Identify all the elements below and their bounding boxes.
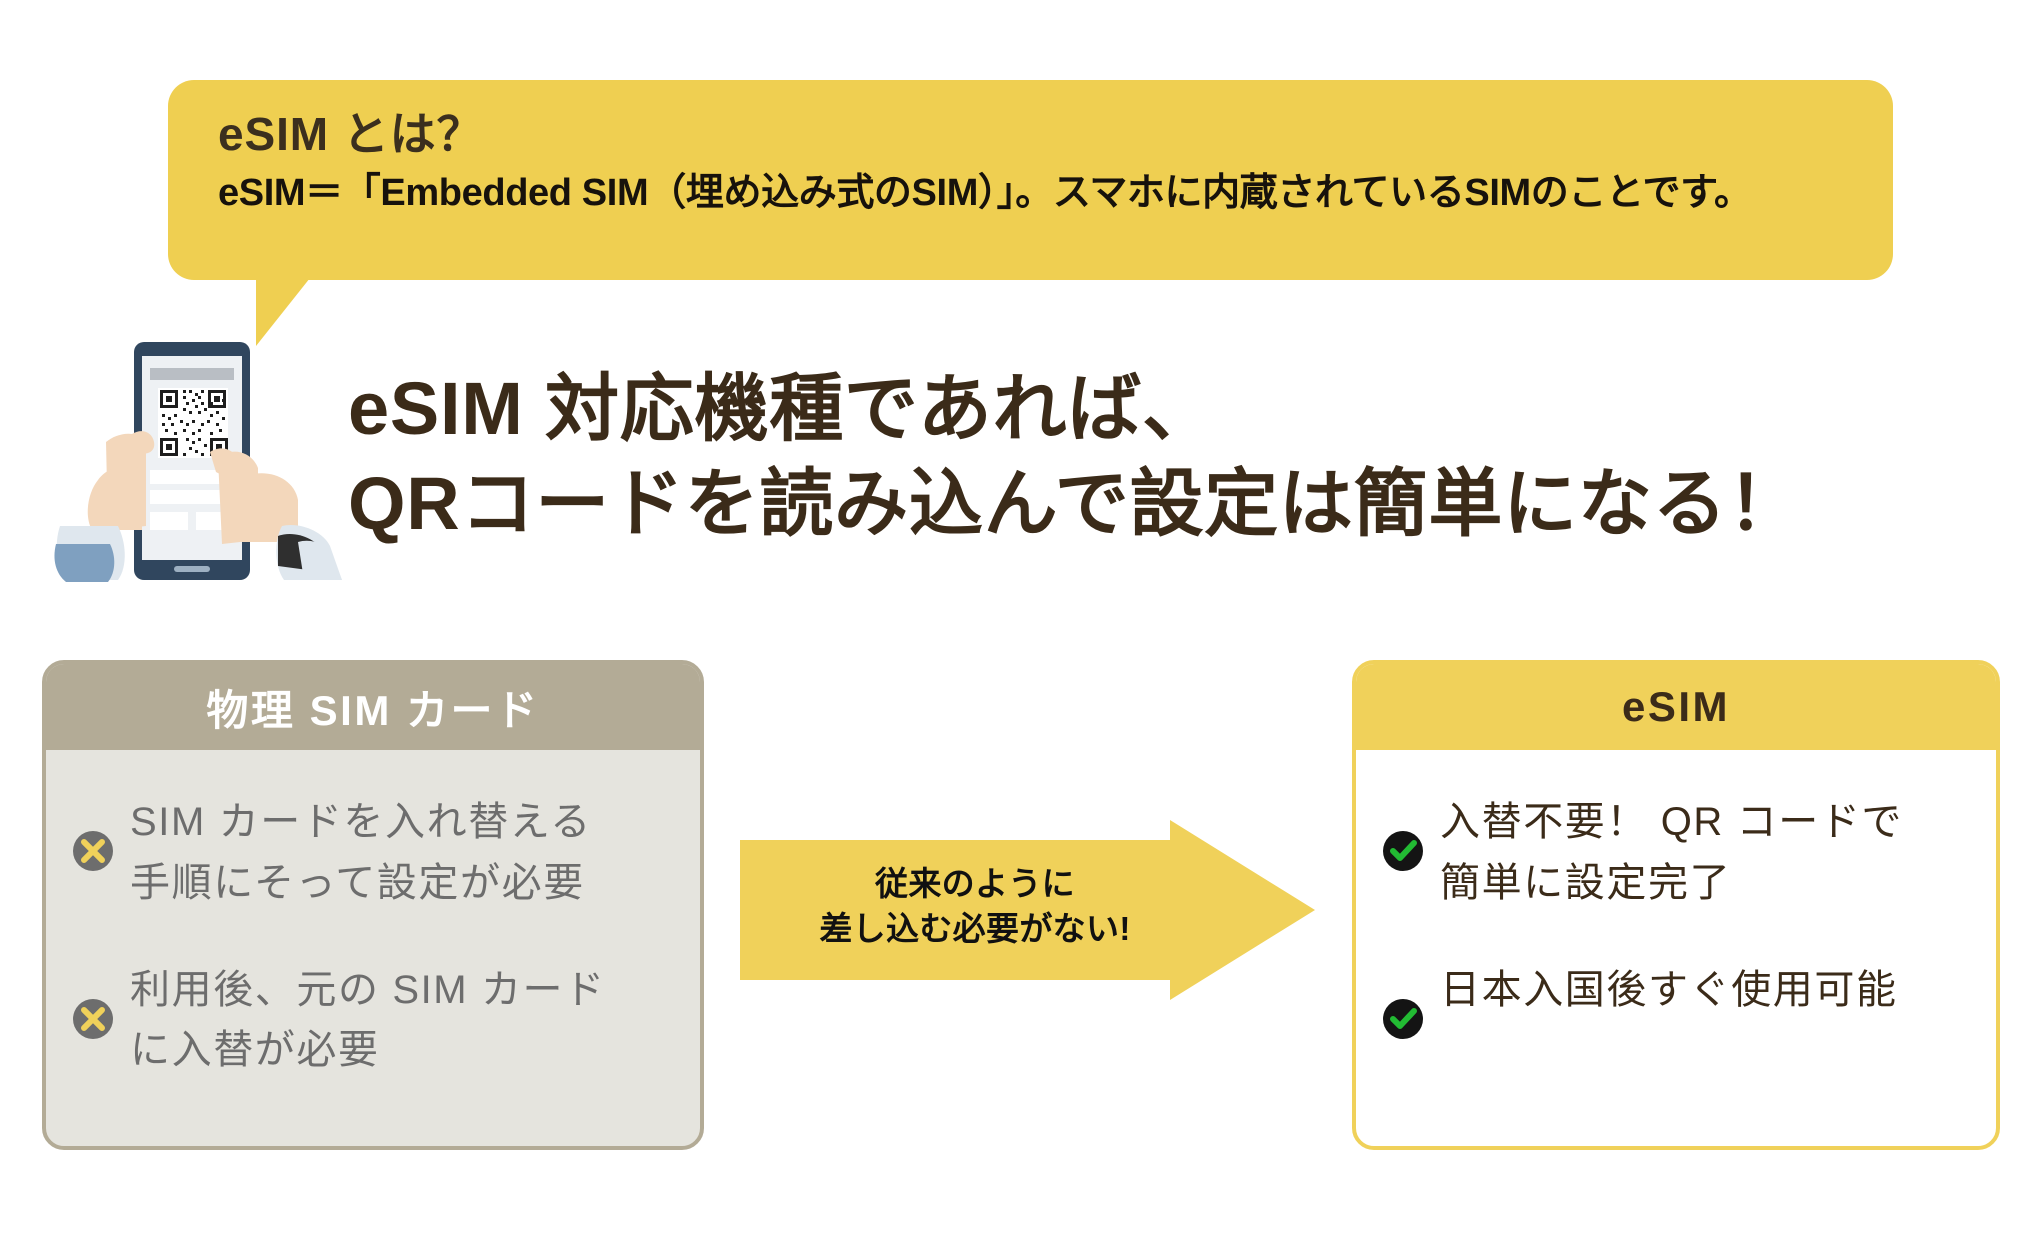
list-item: 利用後、元の SIM カード に入替が必要 [72,960,674,1082]
cross-circle-icon [72,998,114,1040]
qr-scan-illustration [46,330,346,610]
esim-definition-callout: eSIM とは？ eSIM＝「Embedded SIM（埋め込み式のSIM）」。… [168,80,1893,280]
esim-header: eSIM [1356,664,1996,750]
list-item-label: SIM カードを入れ替える 手順にそって設定が必要 [130,800,592,905]
headline-line-1: eSIM 対応機種であれば、 [348,367,1217,450]
esim-panel: eSIM 入替不要！ QR コードで 簡単に設定完了 日本入国後すぐ使用可能 [1352,660,2000,1150]
list-item-label: 入替不要！ QR コードで 簡単に設定完了 [1440,800,1904,905]
list-item: 日本入国後すぐ使用可能 [1382,960,1970,1040]
check-circle-icon [1382,998,1424,1040]
physical-sim-card-header: 物理 SIM カード [46,664,700,750]
list-item-label: 利用後、元の SIM カード に入替が必要 [130,967,606,1073]
transition-arrow-label: 従来のように 差し込む必要がない! [819,865,1131,947]
list-item: SIM カードを入れ替える 手順にそって設定が必要 [72,792,674,914]
cross-circle-icon [72,830,114,872]
page-title: eSIM 対応機種であれば、 QRコードを読み込んで設定は簡単になる！ [348,362,1988,551]
physical-sim-card-panel: 物理 SIM カード SIM カードを入れ替える 手順にそって設定が必要 利用後… [42,660,704,1150]
callout-tail-icon [256,278,350,346]
transition-arrow: 従来のように 差し込む必要がない! [740,820,1320,1000]
check-circle-icon [1382,830,1424,872]
list-item: 入替不要！ QR コードで 簡単に設定完了 [1382,792,1970,914]
list-item-label: 日本入国後すぐ使用可能 [1440,967,1898,1012]
arrow-shape-icon [740,820,1315,1000]
callout-title: eSIM とは？ [218,108,484,160]
callout-subtitle: eSIM＝「Embedded SIM（埋め込み式のSIM）」。スマホに内蔵されて… [218,171,1752,214]
esim-body: 入替不要！ QR コードで 簡単に設定完了 日本入国後すぐ使用可能 [1356,750,1996,1040]
headline-line-2: QRコードを読み込んで設定は簡単になる！ [348,461,1803,545]
physical-sim-card-body: SIM カードを入れ替える 手順にそって設定が必要 利用後、元の SIM カード… [46,750,700,1081]
